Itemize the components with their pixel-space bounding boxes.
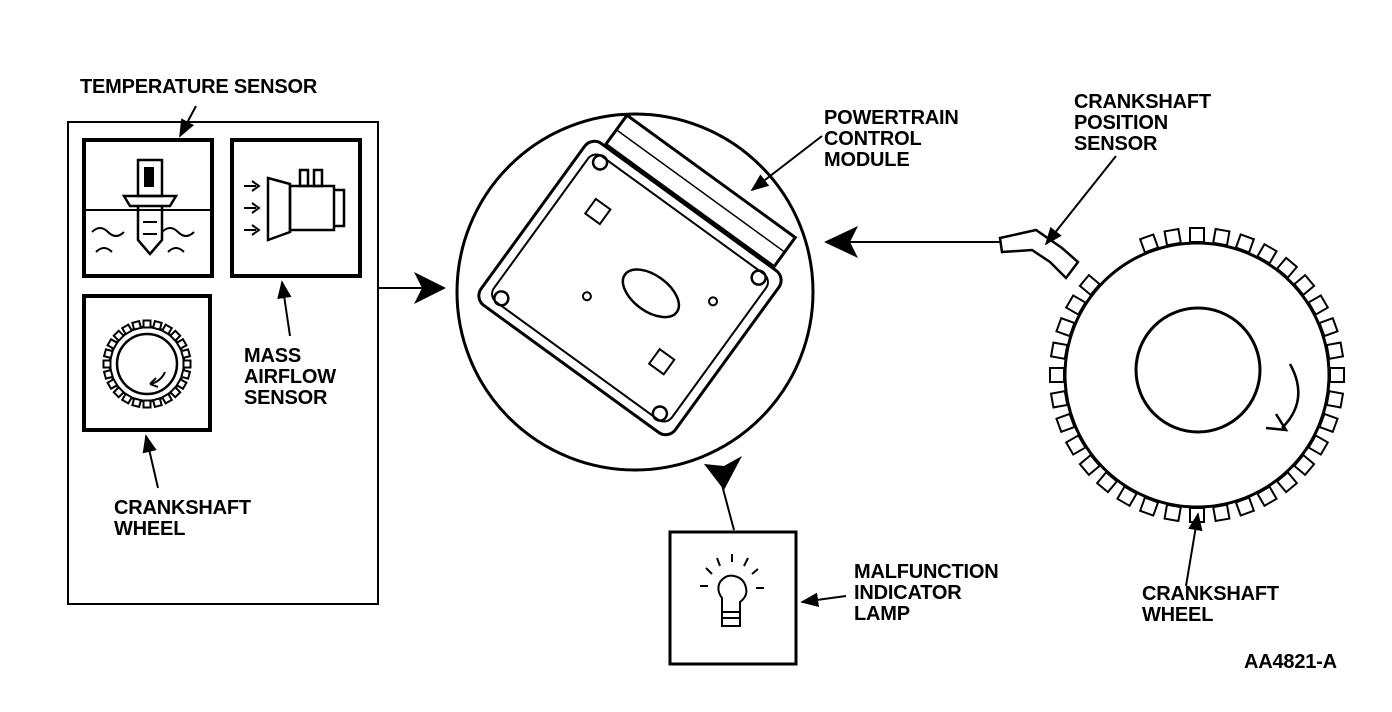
crankshaft-small-tooth <box>108 379 118 389</box>
crankshaft-small-tooth <box>132 398 141 407</box>
crankshaft-tooth <box>1257 244 1276 263</box>
crankshaft-wheel-teeth <box>1050 228 1344 522</box>
crankshaft-wheel-right-label: CRANKSHAFT WHEEL <box>1142 583 1279 626</box>
pcm-to-lamp-connector <box>704 456 742 530</box>
crankshaft-tooth <box>1330 368 1344 382</box>
crankshaft-tooth <box>1165 229 1181 245</box>
crankshaft-position-sensor-leader <box>1044 156 1116 246</box>
crankshaft-tooth <box>1066 435 1085 454</box>
temperature-sensor-leader <box>180 106 196 138</box>
sensor-to-pcm-connector <box>824 226 1000 258</box>
crankshaft-tooth <box>1140 234 1158 252</box>
crankshaft-small-tooth <box>132 321 141 330</box>
crankshaft-small-tooth <box>181 370 190 379</box>
crankshaft-tooth <box>1309 295 1328 314</box>
crankshaft-small-tooth <box>170 387 180 397</box>
crankshaft-wheel-left-leader <box>142 434 158 488</box>
mass-airflow-sensor-label: MASS AIRFLOW SENSOR <box>244 345 336 409</box>
crankshaft-wheel-box-left <box>84 296 210 430</box>
crankshaft-tooth <box>1097 472 1117 492</box>
mass-airflow-leader <box>277 280 292 336</box>
crankshaft-small-tooth <box>162 325 172 335</box>
crankshaft-tooth <box>1117 487 1136 506</box>
rotation-arrow-icon <box>1266 364 1298 430</box>
panel-to-pcm-connector <box>378 272 446 304</box>
crankshaft-tooth <box>1056 318 1074 336</box>
powertrain-control-module-group <box>457 106 822 470</box>
pcm-circle <box>457 114 813 470</box>
airflow-arrows-icon <box>244 181 259 235</box>
input-arrow-left <box>414 272 446 304</box>
powertrain-control-module-label: POWERTRAIN CONTROL MODULE <box>824 107 959 171</box>
input-arrow-right <box>824 226 858 258</box>
temperature-sensor-box <box>84 140 212 276</box>
lamp-icon <box>700 554 764 626</box>
crankshaft-small-tooth <box>144 321 151 328</box>
crankshaft-tooth <box>1257 487 1276 506</box>
malfunction-indicator-lamp-label: MALFUNCTION INDICATOR LAMP <box>854 561 999 625</box>
crankshaft-wheel-outer <box>1065 243 1329 507</box>
crankshaft-tooth <box>1320 318 1338 336</box>
crankshaft-small-tooth <box>184 361 191 368</box>
crankshaft-tooth <box>1165 505 1181 521</box>
crankshaft-small-tooth <box>153 321 162 330</box>
crankshaft-small-tooth <box>108 339 118 349</box>
malfunction-lamp-box <box>670 532 846 664</box>
crankshaft-tooth <box>1213 505 1229 521</box>
malfunction-lamp-leader <box>800 592 846 607</box>
crankshaft-tooth <box>1236 498 1254 516</box>
mass-airflow-sensor-icon <box>268 170 344 240</box>
pcm-leader <box>750 136 822 192</box>
crankshaft-small-tooth <box>170 331 180 341</box>
crankshaft-small-tooth <box>162 394 172 404</box>
crankshaft-small-tooth <box>114 331 124 341</box>
crankshaft-position-sensor-label: CRANKSHAFT POSITION SENSOR <box>1074 91 1211 155</box>
crankshaft-tooth <box>1327 343 1343 359</box>
crankshaft-small-tooth <box>177 339 187 349</box>
crankshaft-wheel-hub <box>1136 308 1260 432</box>
crankshaft-small-tooth <box>114 387 124 397</box>
figure-id-label: AA4821-A <box>1244 651 1337 673</box>
crankshaft-tooth <box>1277 258 1297 278</box>
crankshaft-tooth <box>1050 368 1064 382</box>
crankshaft-tooth <box>1080 455 1100 475</box>
output-arrow-down <box>704 456 742 490</box>
crankshaft-tooth <box>1140 498 1158 516</box>
mass-airflow-sensor-box <box>232 140 360 276</box>
crankshaft-tooth <box>1309 435 1328 454</box>
crankshaft-tooth <box>1066 295 1085 314</box>
crankshaft-tooth <box>1190 228 1204 242</box>
crankshaft-tooth <box>1294 275 1314 295</box>
pcm-module-icon <box>474 106 808 440</box>
crankshaft-small-tooth <box>144 401 151 408</box>
crankshaft-wheel-right-leader <box>1186 512 1203 586</box>
crankshaft-tooth <box>1213 229 1229 245</box>
crankshaft-tooth <box>1320 414 1338 432</box>
crankshaft-tooth <box>1051 391 1067 407</box>
crankshaft-wheel-small-icon <box>104 321 191 408</box>
crankshaft-small-tooth <box>104 349 113 358</box>
crankshaft-small-tooth <box>153 398 162 407</box>
crankshaft-wheel-right <box>1000 156 1344 586</box>
crankshaft-small-tooth <box>177 379 187 389</box>
crankshaft-tooth <box>1056 414 1074 432</box>
crankshaft-tooth <box>1277 472 1297 492</box>
crankshaft-position-sensor-icon <box>1000 230 1078 278</box>
crankshaft-wheel-left-label: CRANKSHAFT WHEEL <box>114 497 251 540</box>
crankshaft-tooth <box>1294 455 1314 475</box>
crankshaft-small-tooth <box>122 325 132 335</box>
crankshaft-tooth <box>1080 275 1100 295</box>
temperature-sensor-label: TEMPERATURE SENSOR <box>80 76 318 98</box>
crankshaft-small-tooth <box>122 394 132 404</box>
crankshaft-small-tooth <box>104 370 113 379</box>
sensor-panel <box>68 106 378 604</box>
crankshaft-small-tooth <box>104 361 111 368</box>
sensor-panel-frame <box>68 122 378 604</box>
crankshaft-tooth <box>1236 234 1254 252</box>
crankshaft-tooth <box>1327 391 1343 407</box>
crankshaft-small-tooth <box>181 349 190 358</box>
temperature-sensor-icon <box>124 160 176 254</box>
crankshaft-tooth <box>1051 343 1067 359</box>
